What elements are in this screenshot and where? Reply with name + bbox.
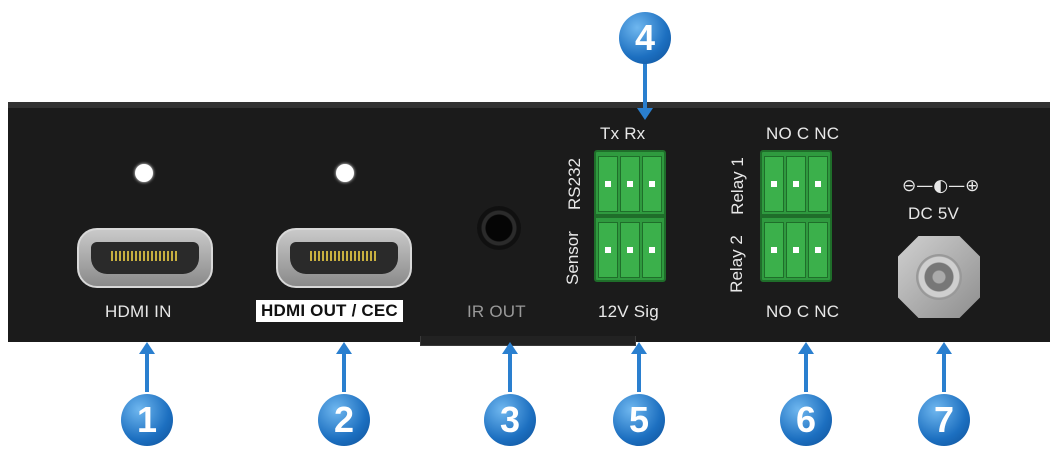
ir-out-jack bbox=[477, 206, 521, 250]
dc-label: DC 5V bbox=[908, 204, 960, 223]
hdmi-in-led bbox=[135, 164, 153, 182]
rs232-side-label: RS232 bbox=[564, 158, 584, 210]
hdmi-out-led bbox=[336, 164, 354, 182]
dc-polarity-symbol: ⊖—◐—⊕ bbox=[902, 176, 980, 196]
rs232-sensor-terminal-block bbox=[594, 150, 666, 282]
hdmi-out-port bbox=[276, 228, 412, 288]
relay1-pin-label: NO C NC bbox=[766, 124, 840, 143]
relay-terminal-block bbox=[760, 150, 832, 282]
callout-4-badge: 4 bbox=[619, 12, 671, 64]
callout-6-badge: 6 bbox=[780, 394, 832, 446]
ir-out-label: IR OUT bbox=[467, 302, 526, 321]
callout-5-arrow bbox=[631, 342, 647, 392]
panel-lip bbox=[420, 336, 636, 346]
callout-2-arrow bbox=[336, 342, 352, 392]
sensor-side-label: Sensor bbox=[562, 231, 582, 285]
callout-1-arrow bbox=[139, 342, 155, 392]
relay2-pin-label: NO C NC bbox=[766, 302, 840, 321]
callout-7-badge: 7 bbox=[918, 394, 970, 446]
callout-7-arrow bbox=[936, 342, 952, 392]
relay2-side-label: Relay 2 bbox=[726, 235, 746, 293]
hdmi-out-cec-label: HDMI OUT / CEC bbox=[256, 300, 403, 322]
callout-3-badge: 3 bbox=[484, 394, 536, 446]
relay1-side-label: Relay 1 bbox=[727, 157, 747, 215]
dc-power-jack bbox=[898, 236, 980, 318]
callout-3-arrow bbox=[502, 342, 518, 392]
callout-5-badge: 5 bbox=[613, 394, 665, 446]
callout-1-badge: 1 bbox=[121, 394, 173, 446]
rs232-pin-label: Tx Rx bbox=[600, 124, 646, 143]
sensor-pin-label: 12V Sig bbox=[598, 302, 659, 321]
callout-4-arrow bbox=[637, 62, 653, 120]
callout-6-arrow bbox=[798, 342, 814, 392]
hdmi-in-port bbox=[77, 228, 213, 288]
callout-2-badge: 2 bbox=[318, 394, 370, 446]
hdmi-in-label: HDMI IN bbox=[105, 302, 172, 321]
rear-panel bbox=[8, 102, 1050, 342]
